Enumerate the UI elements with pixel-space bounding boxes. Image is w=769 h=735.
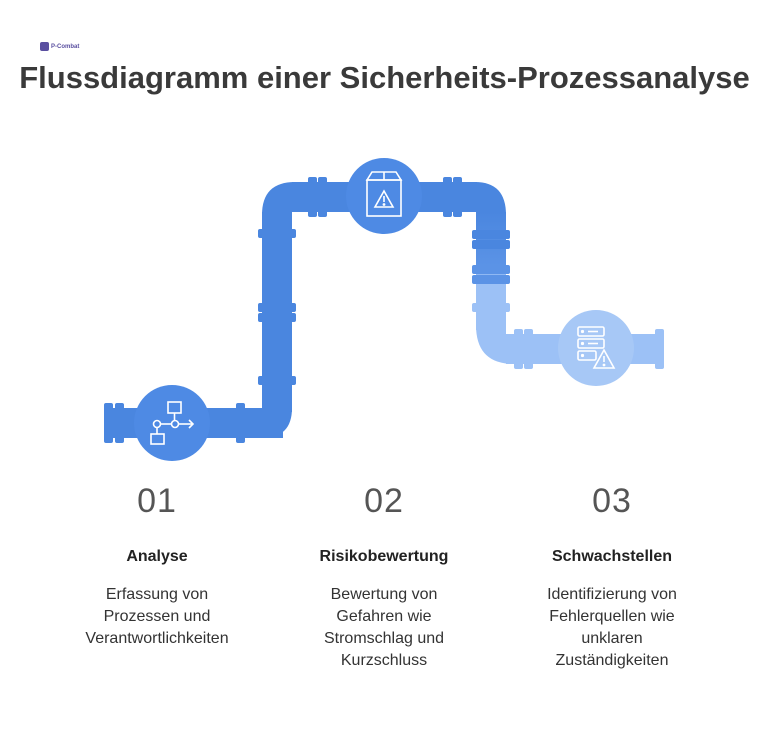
step-analyse: 01 Analyse Erfassung von Prozessen und V… (47, 482, 267, 650)
step-number: 01 (137, 482, 177, 520)
step-description: Identifizierung von Fehlerquellen wie un… (547, 586, 677, 669)
step-number: 02 (364, 482, 404, 520)
page-title: Flussdiagramm einer Sicherheits-Prozessa… (19, 60, 750, 95)
step-circle-schwachstellen (558, 310, 634, 386)
server-warning-icon (577, 326, 616, 369)
step-number: 03 (592, 482, 632, 520)
step-circle-analyse (134, 385, 210, 461)
step-circle-risikobewertung (346, 158, 422, 234)
logo-text: P-Combat (51, 43, 80, 50)
step-schwachstellen: 03 Schwachstellen Identifizierung von Fe… (502, 482, 722, 672)
step-title: Schwachstellen (551, 548, 673, 565)
logo-mark (40, 42, 49, 51)
step-title: Analyse (126, 548, 188, 565)
flowchart-icon (150, 401, 195, 445)
pipe-segment-descent (472, 212, 510, 330)
step-description: Erfassung von Prozessen und Verantwortli… (85, 586, 229, 647)
pipe-segment-rise (258, 212, 296, 412)
step-title: Risikobewertung (319, 548, 449, 565)
box-warning-icon (365, 171, 403, 217)
step-description: Bewertung von Gefahren wie Stromschlag u… (323, 586, 445, 669)
logo: P-Combat (40, 42, 79, 51)
step-risikobewertung: 02 Risikobewertung Bewertung von Gefahre… (274, 482, 494, 672)
